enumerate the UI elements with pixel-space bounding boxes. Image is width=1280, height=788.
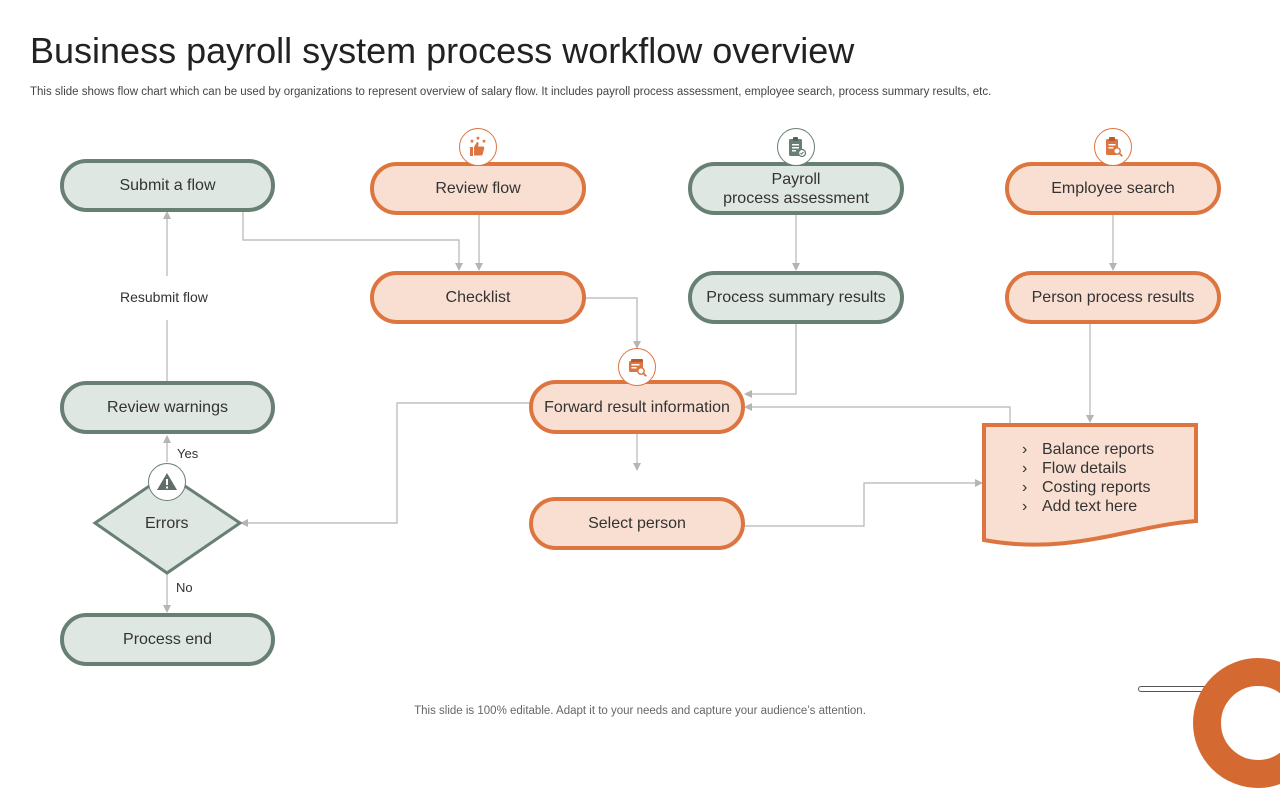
node-person-process: Person process results [1005, 271, 1221, 324]
document-search-icon [1094, 128, 1132, 166]
node-process-summary: Process summary results [688, 271, 904, 324]
document-list-item: Balance reports [1022, 440, 1154, 459]
document-list: Balance reports Flow details Costing rep… [1022, 440, 1154, 516]
warning-icon [148, 463, 186, 501]
resubmit-flow-label: Resubmit flow [120, 289, 208, 305]
node-submit-flow: Submit a flow [60, 159, 275, 212]
page-subtitle: This slide shows flow chart which can be… [30, 86, 992, 98]
document-list-item: Add text here [1022, 497, 1154, 516]
connector-checklist-to-forward [584, 297, 641, 349]
connector-forward-to-errors [240, 402, 531, 527]
page-title: Business payroll system process workflow… [30, 30, 855, 71]
node-review-flow: Review flow [370, 162, 586, 215]
node-forward-result: Forward result information [529, 380, 745, 434]
footer-note: This slide is 100% editable. Adapt it to… [414, 705, 866, 717]
connector-submit-to-checklist [242, 210, 463, 271]
errors-label: Errors [145, 515, 189, 532]
file-search-icon [618, 348, 656, 386]
node-employee-search: Employee search [1005, 162, 1221, 215]
connector-summary-to-forward [744, 323, 797, 398]
node-checklist: Checklist [370, 271, 586, 324]
document-list-item: Costing reports [1022, 478, 1154, 497]
clipboard-check-icon [777, 128, 815, 166]
node-select-person: Select person [529, 497, 745, 550]
connector-document-to-forward [744, 403, 1011, 424]
connector-select-to-document [744, 479, 983, 527]
document-list-item: Flow details [1022, 459, 1154, 478]
node-review-warnings: Review warnings [60, 381, 275, 434]
node-process-end: Process end [60, 613, 275, 666]
no-label: No [176, 580, 193, 595]
errors-diamond [92, 472, 243, 575]
yes-label: Yes [177, 446, 199, 461]
thumbs-up-stars-icon [459, 128, 497, 166]
